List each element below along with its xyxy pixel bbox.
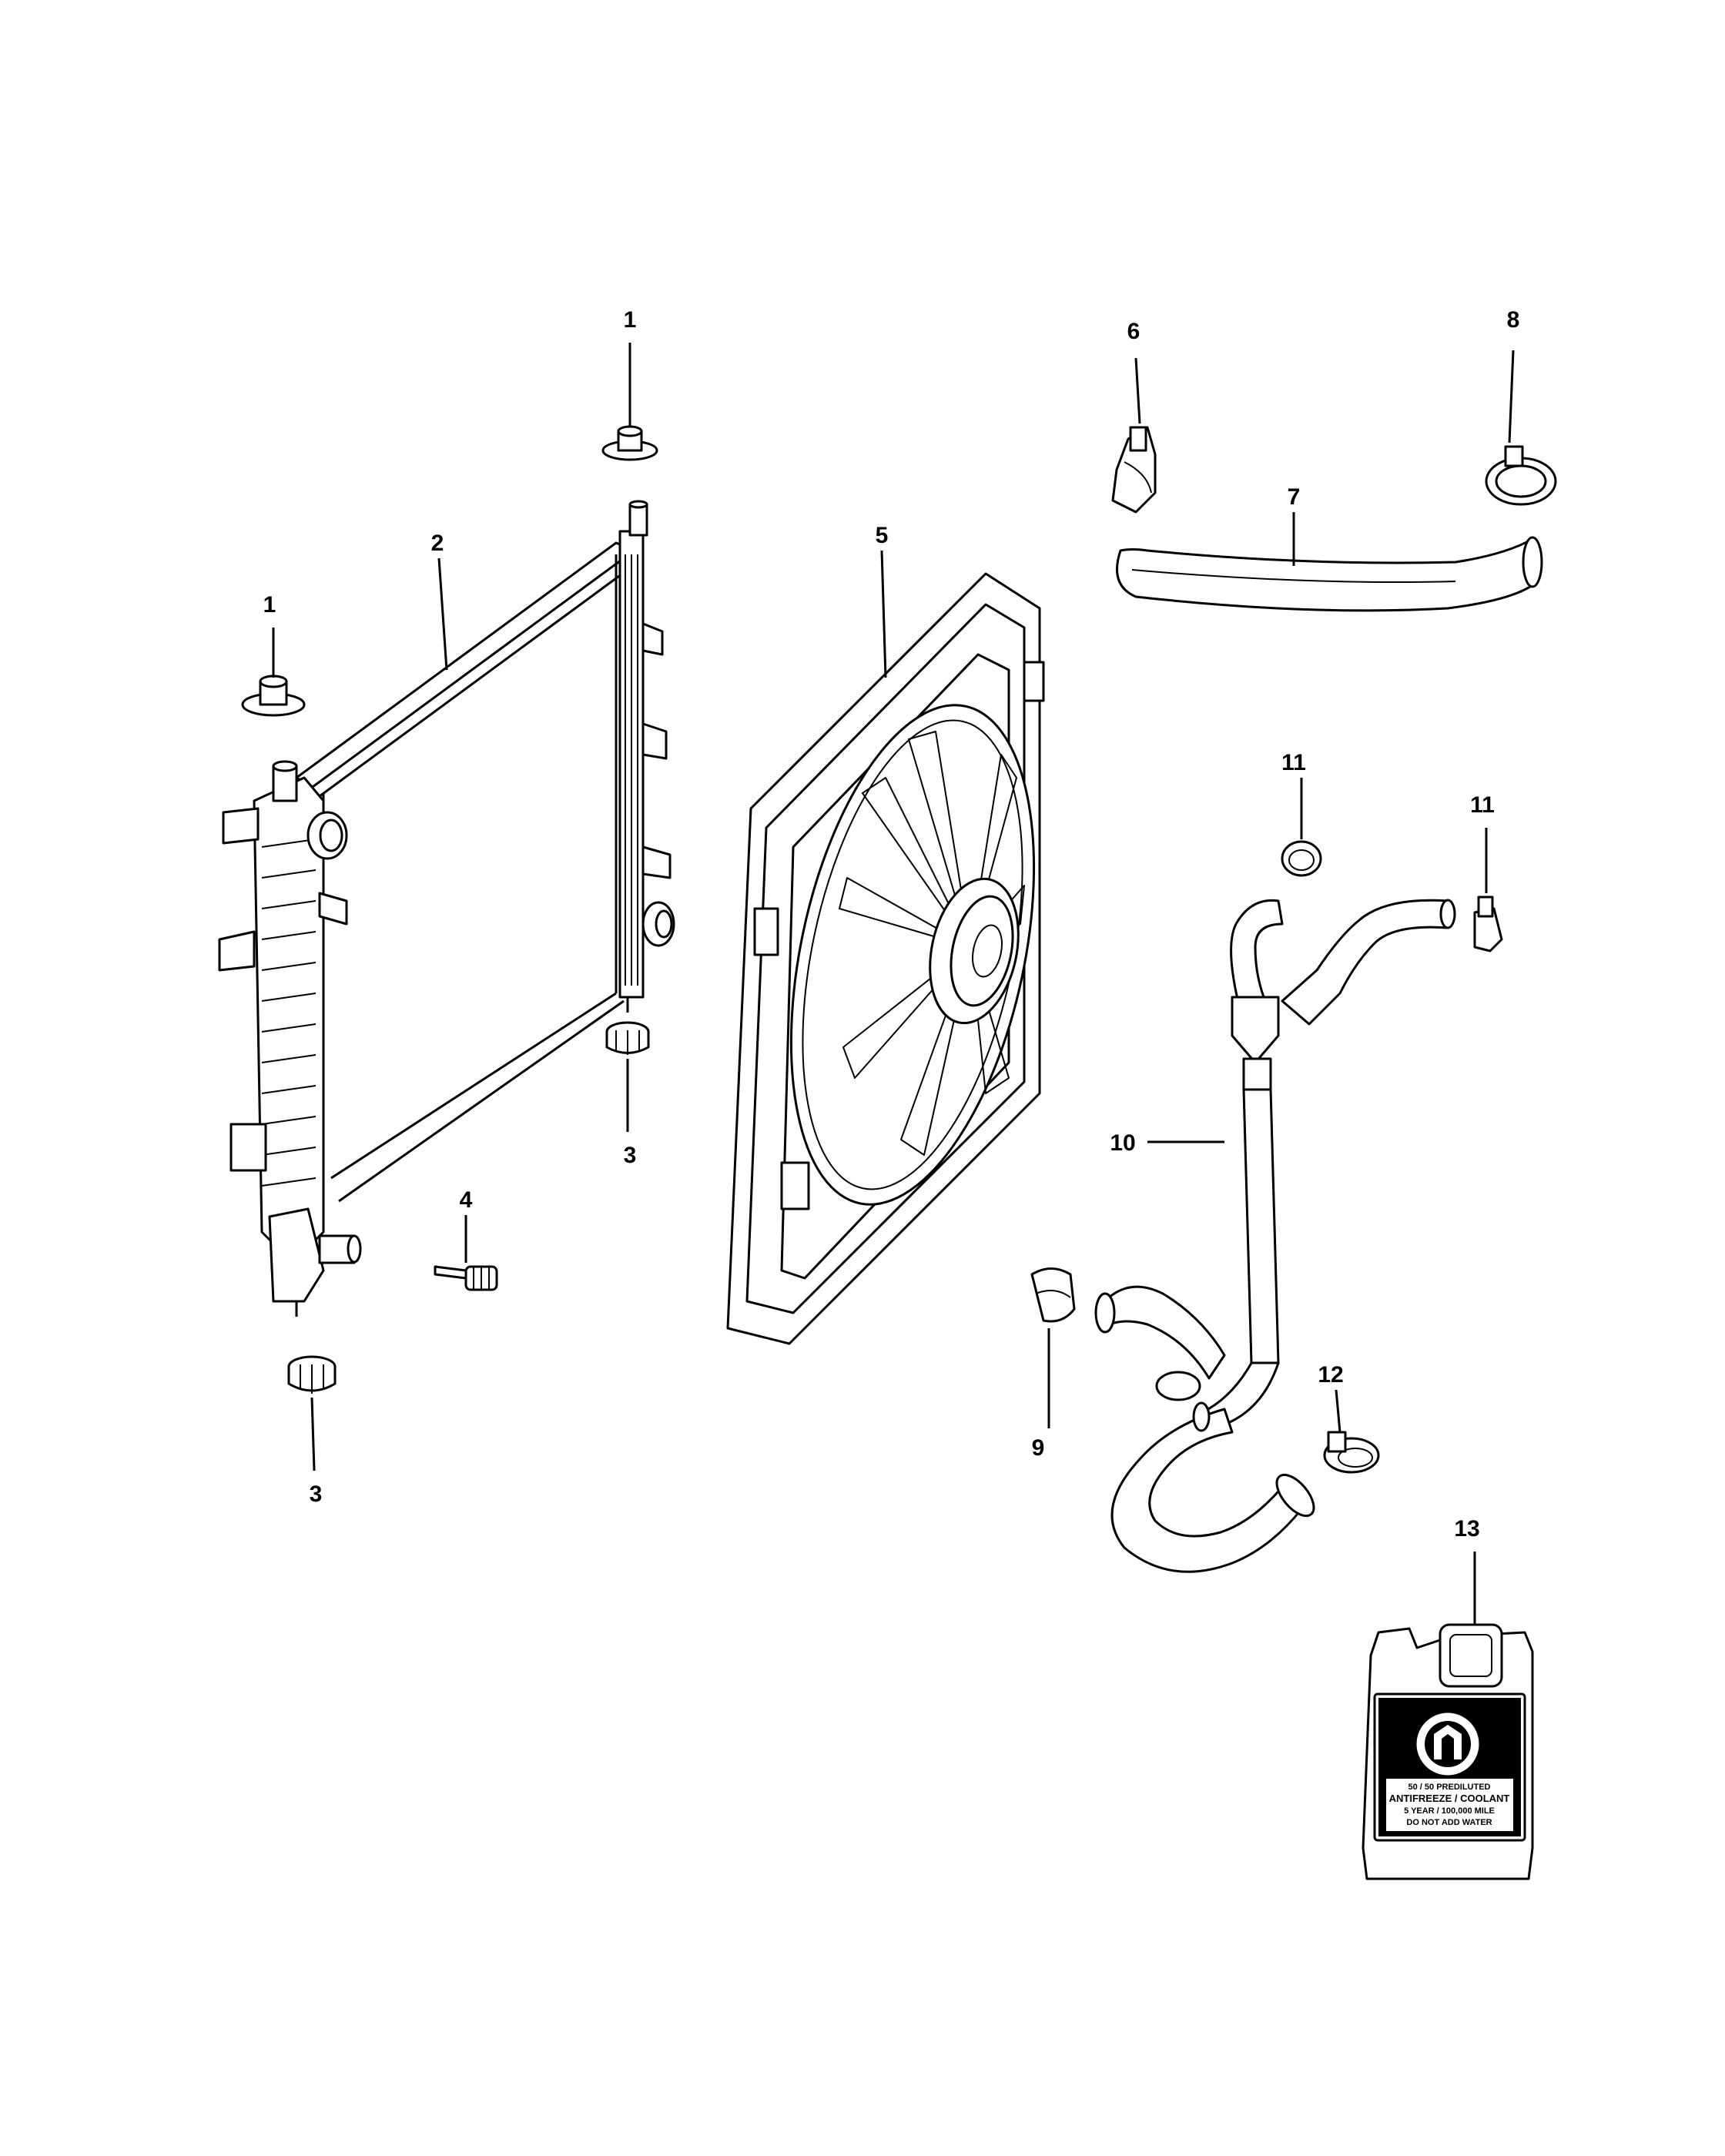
lower-insulator-left xyxy=(287,1355,337,1394)
callout-10: 10 xyxy=(1110,1130,1135,1156)
callout-3-right: 3 xyxy=(624,1143,637,1168)
hose-clamp-ring xyxy=(1485,445,1557,506)
callout-1-upper-right: 1 xyxy=(624,307,637,333)
upper-insulator-right xyxy=(601,425,658,461)
lower-insulator-right xyxy=(605,1021,650,1055)
callout-1-upper-left: 1 xyxy=(263,592,276,618)
callout-2: 2 xyxy=(431,531,444,556)
upper-radiator-hose xyxy=(1116,536,1543,612)
fan-module xyxy=(726,572,1045,1345)
callout-9: 9 xyxy=(1032,1435,1045,1461)
callout-13: 13 xyxy=(1454,1516,1479,1542)
hose-clamp-lower-left xyxy=(1030,1267,1076,1323)
coolant-jug: MOPAR 50 / 50 PREDILUTED ANTIFREEZE / CO… xyxy=(1362,1623,1534,1880)
hose-clamp-small-right xyxy=(1473,896,1503,952)
upper-insulator-left xyxy=(241,675,306,717)
callout-11-center: 11 xyxy=(1281,750,1306,775)
hose-clamp-lower-right xyxy=(1323,1431,1380,1474)
leader-lines xyxy=(272,343,1515,1625)
coolant-label-line2: ANTIFREEZE / COOLANT xyxy=(1389,1793,1510,1804)
callout-6: 6 xyxy=(1127,319,1141,344)
coolant-label-line1: 50 / 50 PREDILUTED xyxy=(1408,1783,1491,1792)
callouts: 1 1 2 3 3 4 5 6 7 8 9 10 11 11 12 13 xyxy=(263,307,1520,1542)
coolant-label-line4: DO NOT ADD WATER xyxy=(1406,1818,1492,1827)
hose-clamp-upper xyxy=(1111,426,1157,514)
callout-11-right: 11 xyxy=(1470,792,1495,818)
hose-clamp-small-center xyxy=(1281,840,1322,877)
coolant-label-brand: MOPAR xyxy=(1481,1728,1492,1765)
callout-3-left: 3 xyxy=(310,1481,323,1507)
drain-plug xyxy=(434,1265,498,1291)
callout-4: 4 xyxy=(460,1187,473,1213)
coolant-label-line3: 5 YEAR / 100,000 MILE xyxy=(1404,1806,1495,1816)
callout-12: 12 xyxy=(1318,1362,1343,1388)
heater-hose-assembly xyxy=(1094,899,1456,1573)
callout-7: 7 xyxy=(1288,484,1301,510)
radiator xyxy=(218,500,675,1317)
callout-5: 5 xyxy=(876,523,889,548)
callout-8: 8 xyxy=(1507,307,1520,333)
